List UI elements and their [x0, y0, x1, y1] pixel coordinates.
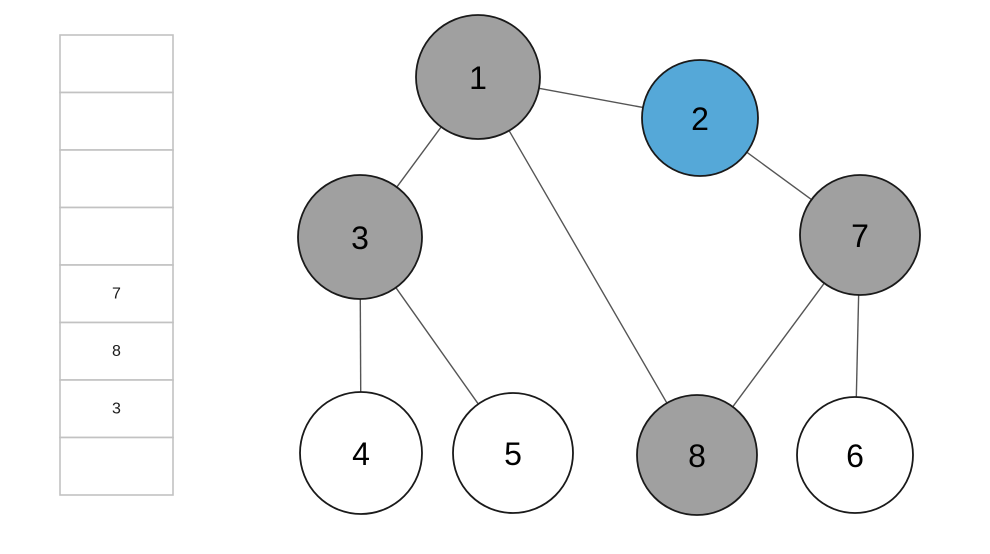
stack-cell	[59, 34, 174, 94]
graph-node-5[interactable]	[452, 392, 574, 514]
graph-node-label-7: 7	[851, 218, 869, 254]
graph-edge-7-6	[855, 292, 860, 400]
graph-edge-2-7	[744, 150, 814, 202]
graph-node-label-1: 1	[469, 60, 487, 96]
graph-node-7[interactable]	[799, 174, 921, 296]
graph-edge-1-3	[395, 124, 443, 190]
graph-edge-1-8	[507, 128, 669, 406]
graph-node-label-5: 5	[504, 436, 522, 472]
graph-node-label-2: 2	[691, 101, 709, 137]
graph-edge-7-8	[730, 281, 827, 409]
graph-edge-1-2	[536, 87, 646, 109]
graph-node-label-4: 4	[352, 436, 370, 472]
graph-node-8[interactable]	[636, 394, 758, 516]
stack-cell-value: 8	[112, 343, 121, 360]
stack-cell	[59, 321, 174, 381]
stack-cell-value: 3	[112, 400, 121, 417]
graph-node-2[interactable]	[641, 59, 759, 177]
graph-edge-3-5	[394, 285, 481, 407]
stack-cell	[59, 91, 174, 151]
stack-cell	[59, 436, 174, 496]
graph-nodes: 1 2 3 7 4 5 8 6	[297, 14, 921, 516]
graph-node-3[interactable]	[297, 174, 423, 300]
graph-edges	[359, 87, 860, 409]
stack-cell	[59, 264, 174, 324]
graph-node-label-8: 8	[688, 438, 706, 474]
graph-node-4[interactable]	[299, 391, 423, 515]
graph-node-label-6: 6	[846, 438, 864, 474]
graph-node-6[interactable]	[796, 396, 914, 514]
stack-cell	[59, 206, 174, 266]
graph-node-1[interactable]	[415, 14, 541, 140]
stack-cell	[59, 149, 174, 209]
stack-panel: 7 8 3	[59, 34, 174, 496]
stack-cell-value: 7	[112, 285, 121, 302]
graph-node-label-3: 3	[351, 220, 369, 256]
stack-cell	[59, 379, 174, 439]
